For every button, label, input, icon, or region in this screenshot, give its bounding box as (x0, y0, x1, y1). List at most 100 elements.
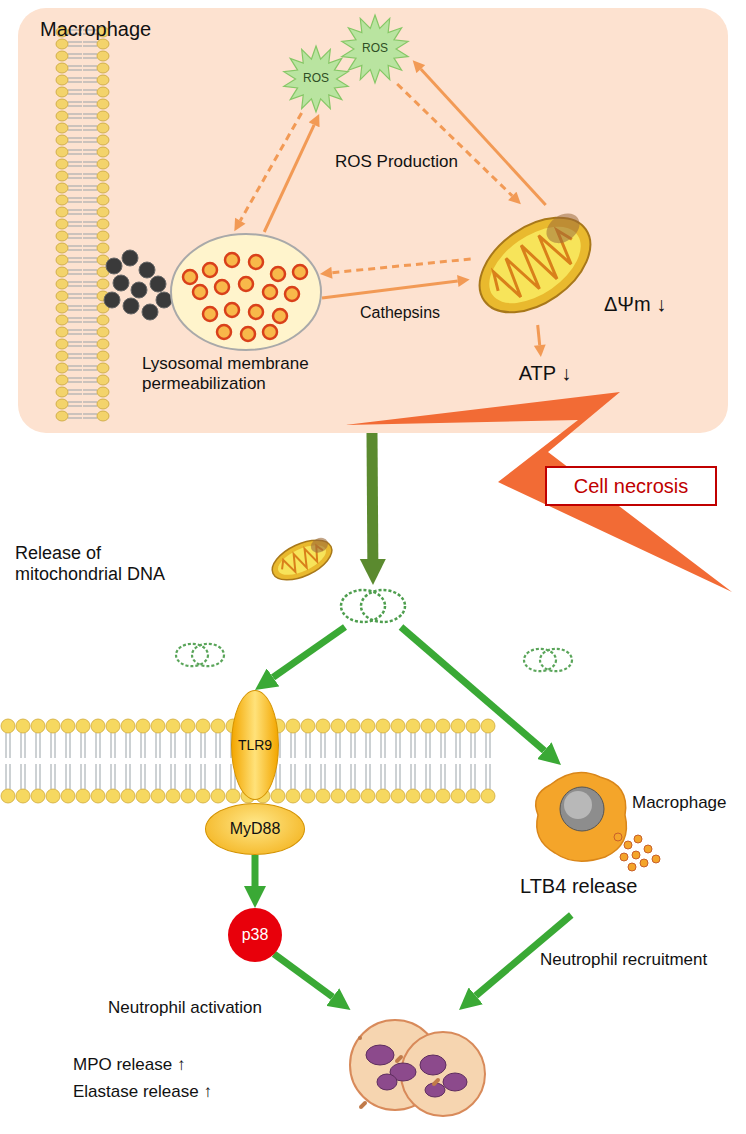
dna-ring (341, 590, 385, 622)
illustration-part (216, 733, 217, 758)
illustration-part (106, 719, 120, 733)
nucleus (560, 787, 604, 831)
illustration-part (351, 764, 352, 789)
illustration-part (466, 789, 480, 803)
cathepsin-granule (249, 305, 263, 319)
illustration-part (97, 87, 109, 97)
illustration-part (83, 210, 97, 211)
illustration-part (83, 322, 97, 323)
illustration-part (97, 39, 109, 49)
illustration-part (56, 159, 68, 169)
illustration-part (68, 414, 82, 415)
arrow-connector (252, 855, 259, 886)
illustration-part (83, 318, 97, 319)
illustration-part (445, 764, 446, 789)
illustration-part (355, 764, 356, 789)
illustration-part (136, 789, 150, 803)
illustration-part (68, 406, 82, 407)
illustration-part (441, 733, 442, 758)
illustration-part (145, 733, 146, 758)
cathepsin-granule (293, 265, 307, 279)
illustration-part (68, 222, 82, 223)
illustration-part (83, 82, 97, 83)
illustration-part (76, 719, 90, 733)
illustration-part (68, 286, 82, 287)
illustration-part (376, 789, 390, 803)
node-text: Elastase release ↑ (73, 1082, 263, 1102)
illustration-part (16, 719, 30, 733)
arrow-connector (273, 627, 345, 677)
illustration-part (481, 789, 495, 803)
illustration-part (83, 390, 97, 391)
illustration-part (31, 789, 45, 803)
illustration-part (186, 733, 187, 758)
illustration-part (68, 262, 82, 263)
illustration-part (490, 733, 491, 758)
illustration-part (56, 255, 68, 265)
illustration-part (83, 42, 97, 43)
illustration-part (97, 123, 109, 133)
illustration-part (83, 166, 97, 167)
illustration-part (113, 275, 129, 291)
illustration-part (81, 733, 82, 758)
illustration-part (100, 764, 101, 789)
arrow-connector (397, 84, 512, 196)
illustration-part (83, 190, 97, 191)
illustration-part (280, 764, 281, 789)
illustration-part (166, 719, 180, 733)
illustration-part (68, 358, 82, 359)
illustration-part (68, 246, 82, 247)
illustration-part (83, 94, 97, 95)
illustration-part (83, 346, 97, 347)
illustration-part (421, 789, 435, 803)
illustration-part (51, 733, 52, 758)
illustration-part (462, 198, 607, 331)
illustration-part (151, 719, 165, 733)
illustration-part (139, 262, 155, 278)
illustration-part (186, 764, 187, 789)
nucleus-lobe (420, 1055, 446, 1075)
illustration-part (83, 334, 97, 335)
illustration-part (83, 342, 97, 343)
illustration-part (56, 279, 68, 289)
illustration-part (68, 238, 82, 239)
illustration-part (83, 106, 97, 107)
cathepsin-granule (239, 277, 253, 291)
illustration-part (466, 719, 480, 733)
illustration-part (97, 231, 109, 241)
illustration-part (56, 207, 68, 217)
illustration-part (226, 789, 240, 803)
illustration-part (351, 733, 352, 758)
illustration-part (471, 764, 472, 789)
illustration-part (121, 789, 135, 803)
illustration-part (68, 294, 82, 295)
illustration-part (83, 330, 97, 331)
illustration-part (83, 162, 97, 163)
illustration-part (406, 789, 420, 803)
illustration-part (56, 363, 68, 373)
illustration-part (56, 339, 68, 349)
ltb4-granule (634, 835, 642, 843)
illustration-part (83, 118, 97, 119)
node-text: MyD88 (230, 820, 281, 838)
illustration-part (106, 789, 120, 803)
illustration-part (56, 147, 68, 157)
illustration-part (83, 354, 97, 355)
illustration-part (451, 789, 465, 803)
illustration-part (1, 789, 15, 803)
illustration-part (68, 42, 82, 43)
illustration-part (220, 733, 221, 758)
illustration-part (68, 154, 82, 155)
illustration-part (56, 75, 68, 85)
illustration-part (83, 130, 97, 131)
node-text: LTB4 release (520, 875, 680, 898)
illustration-part (68, 102, 82, 103)
illustration-part (83, 274, 97, 275)
illustration-part (171, 764, 172, 789)
illustration-part (181, 719, 195, 733)
macrophage-cell: MacrophageLTB4 release (520, 765, 725, 915)
illustration-part (381, 764, 382, 789)
illustration-part (68, 234, 82, 235)
illustration-part (130, 764, 131, 789)
